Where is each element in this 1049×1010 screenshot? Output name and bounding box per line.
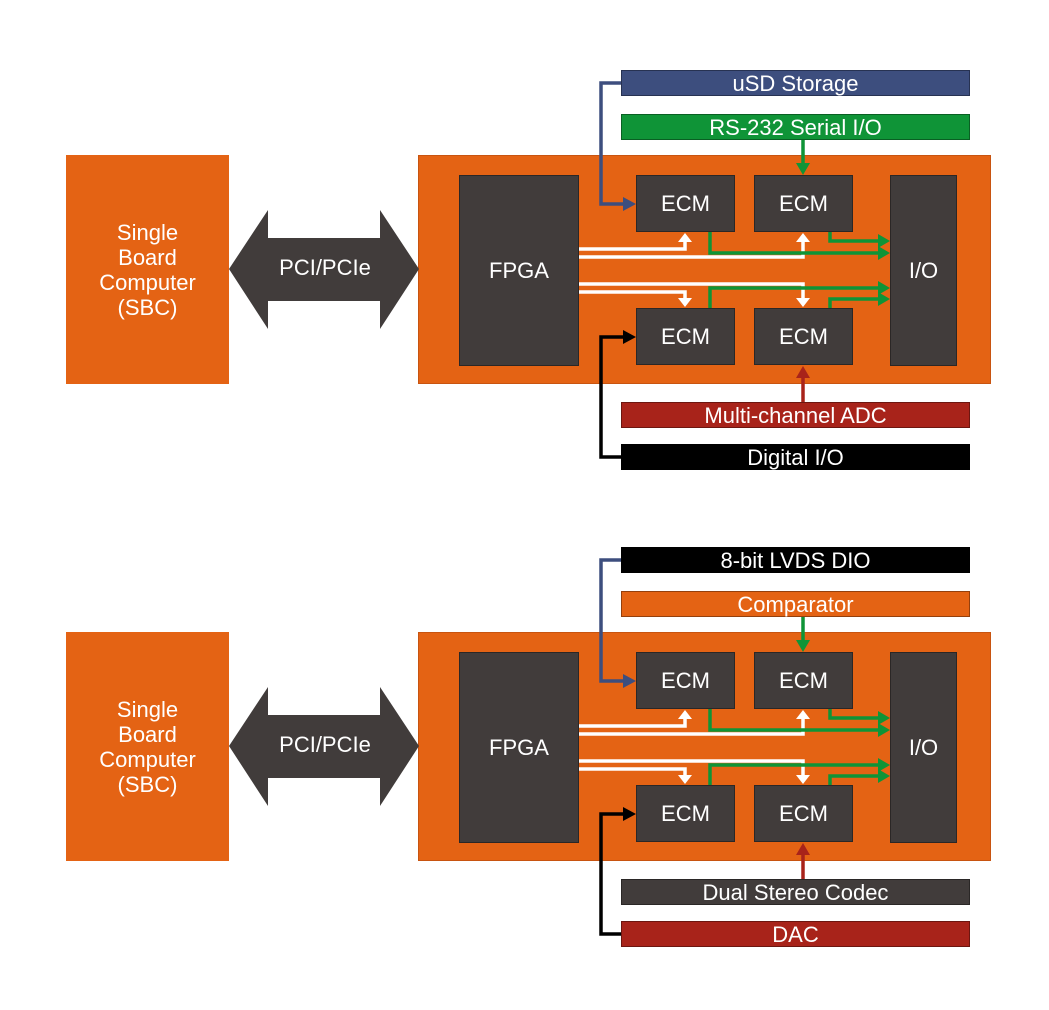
sbc-block: Single Board Computer (SBC) — [66, 155, 229, 384]
sbc-label-line: Computer — [99, 269, 196, 295]
peripheral-bottom-1: Dual Stereo Codec — [621, 879, 970, 905]
fpga-block: FPGA — [459, 175, 579, 366]
ecm-block: ECM — [754, 175, 853, 232]
peripheral-top-1: uSD Storage — [621, 70, 970, 96]
sbc-label-line: (SBC) — [117, 771, 178, 797]
sbc-label-line: Board — [118, 721, 177, 747]
bus-label: PCI/PCIe — [279, 732, 371, 757]
ecm-block: ECM — [636, 785, 735, 842]
ecm-block: ECM — [754, 652, 853, 709]
ecm-block: ECM — [636, 175, 735, 232]
sbc-label-line: Computer — [99, 746, 196, 772]
sbc-label-line: (SBC) — [117, 294, 178, 320]
io-block: I/O — [890, 175, 957, 366]
sbc-label-line: Board — [118, 244, 177, 270]
ecm-block: ECM — [636, 308, 735, 365]
peripheral-top-2: RS-232 Serial I/O — [621, 114, 970, 140]
sbc-label-line: Single — [116, 219, 179, 245]
peripheral-bottom-2: Digital I/O — [621, 444, 970, 470]
ecm-block: ECM — [636, 652, 735, 709]
bus-label: PCI/PCIe — [279, 255, 371, 280]
peripheral-bottom-1: Multi-channel ADC — [621, 402, 970, 428]
sbc-block: Single Board Computer (SBC) — [66, 632, 229, 861]
sbc-label-line: Single — [116, 696, 179, 722]
peripheral-top-2: Comparator — [621, 591, 970, 617]
diagram-1: Single Board Computer (SBC) FPGA I/O ECM… — [0, 50, 1049, 480]
ecm-block: ECM — [754, 785, 853, 842]
io-block: I/O — [890, 652, 957, 843]
peripheral-top-1: 8-bit LVDS DIO — [621, 547, 970, 573]
peripheral-bottom-2: DAC — [621, 921, 970, 947]
ecm-block: ECM — [754, 308, 853, 365]
diagram-2: Single Board Computer (SBC) FPGA I/O ECM… — [0, 527, 1049, 957]
fpga-block: FPGA — [459, 652, 579, 843]
